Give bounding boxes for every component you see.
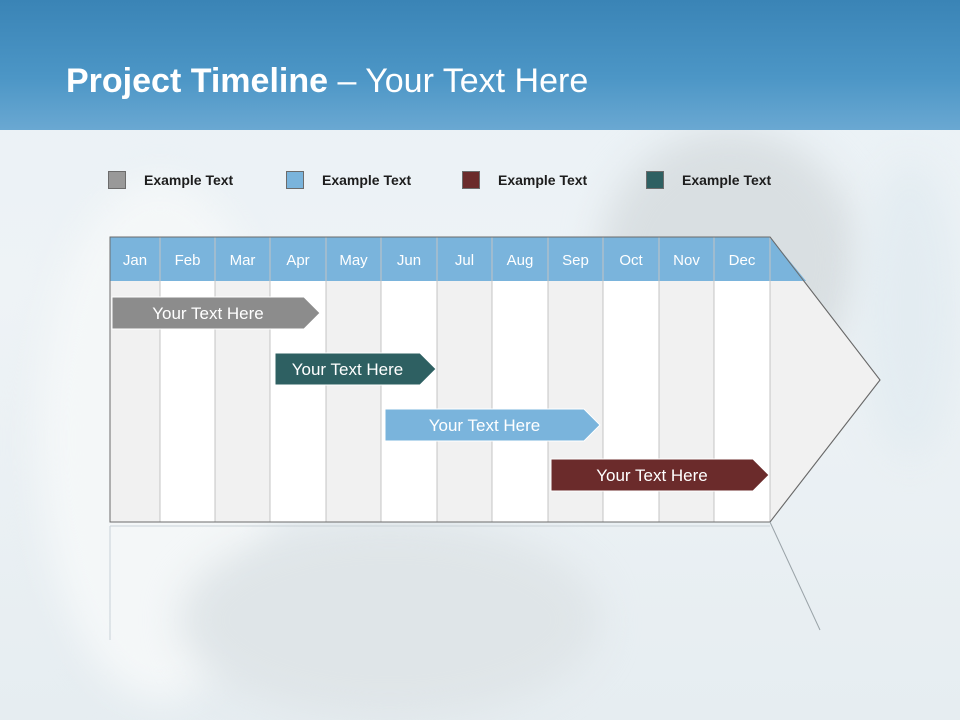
task-label: Your Text Here [152,304,264,323]
month-label: Jul [455,252,474,269]
legend-swatch [286,171,304,189]
timeline-arrow-outline [109,236,881,523]
reflection-edge [769,521,821,631]
month-header-bar [110,237,806,281]
task-bar [384,408,601,442]
month-label: May [339,252,368,269]
task-bar [550,458,770,492]
month-label: Jun [397,252,421,269]
task-bar [111,296,321,330]
legend-label: Example Text [144,172,234,188]
legend-label: Example Text [682,172,772,188]
month-label: Dec [729,252,756,269]
page-title: Project Timeline – Your Text Here [66,58,588,104]
legend-label: Example Text [322,172,412,188]
task-label: Your Text Here [292,360,404,379]
month-label: Mar [230,252,256,269]
task-label: Your Text Here [429,416,541,435]
month-column [492,281,548,522]
month-label: Sep [562,252,589,269]
month-label: Aug [507,252,534,269]
legend-label: Example Text [498,172,588,188]
legend-swatch [646,171,664,189]
title-bold: Project Timeline [66,62,329,100]
legend-swatch [462,171,480,189]
month-column [381,281,437,522]
title-banner [0,0,960,130]
task-label: Your Text Here [596,466,708,485]
month-label: Nov [673,252,700,269]
title-rest: – Your Text Here [328,62,589,100]
month-label: Feb [175,252,201,269]
task-bar [274,352,437,386]
month-label: Jan [123,252,147,269]
month-label: Apr [286,252,309,269]
month-label: Oct [619,252,643,269]
month-column [437,281,492,522]
month-column [326,281,381,522]
legend-swatch [108,171,126,189]
